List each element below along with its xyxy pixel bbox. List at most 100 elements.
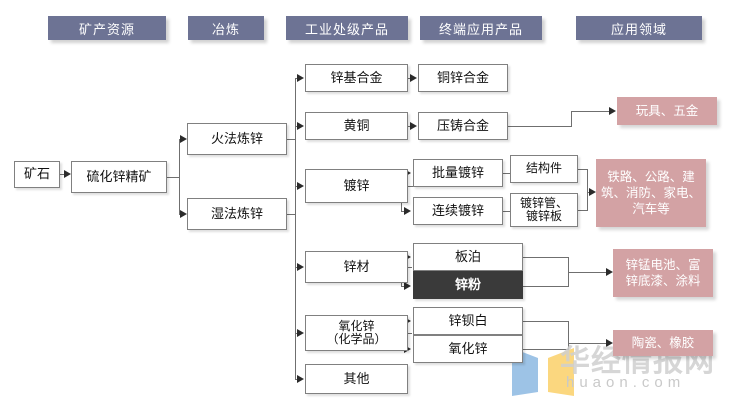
- connector-bus-to-cont: [401, 211, 405, 212]
- node-zinc-oxide[interactable]: 氧化锌: [413, 335, 523, 363]
- node-label: 连续镀锌: [431, 202, 484, 218]
- connector-lithopone-out: [523, 321, 568, 322]
- header-label: 冶炼: [211, 21, 240, 37]
- application-ceramics-rubber[interactable]: 陶瓷、橡胶: [613, 330, 713, 356]
- node-label: 锌粉: [454, 276, 481, 292]
- application-toys-hardware[interactable]: 玩具、五金: [617, 97, 717, 125]
- application-label: 玩具、五金: [635, 103, 699, 118]
- node-zinc-oxide-chemical[interactable]: 氧化锌 （化学品）: [305, 315, 408, 351]
- connector-sheet-out: [523, 257, 568, 258]
- connector-zn-oxide-chem-out: [408, 333, 412, 334]
- connector-structural-out: [578, 169, 587, 170]
- node-label: 结构件: [525, 161, 562, 176]
- node-label: 锌基合金: [330, 69, 383, 85]
- connector-cont-to-pipe: [503, 211, 510, 212]
- node-other[interactable]: 其他: [305, 364, 408, 394]
- node-ore[interactable]: 矿石: [14, 161, 60, 188]
- arrow-to-zn-alloy: [297, 74, 304, 82]
- node-label: 其他: [343, 370, 370, 386]
- connector-ceramics-merge-bus: [568, 321, 569, 350]
- header-label: 应用领域: [610, 21, 667, 37]
- connector-pipe-out: [578, 210, 587, 211]
- connector-die-cast-out: [508, 126, 571, 127]
- connector-powder-out: [523, 286, 568, 287]
- connector-ore-to-concentrate: [60, 174, 66, 175]
- arrow-to-zn-material: [297, 263, 304, 271]
- connector-pyro-out: [287, 139, 295, 140]
- node-hydrometallurgical-zinc[interactable]: 湿法炼锌: [187, 198, 287, 230]
- node-zinc-sulfide-concentrate[interactable]: 硫化锌精矿: [71, 161, 167, 193]
- connector-zn-material-out: [408, 267, 412, 268]
- node-sheet-foil[interactable]: 板泊: [413, 243, 523, 271]
- arrow-to-brass: [297, 122, 304, 130]
- application-battery-coating[interactable]: 锌锰电池、富 锌底漆、涂料: [613, 249, 713, 297]
- node-continuous-galvanizing[interactable]: 连续镀锌: [413, 197, 503, 225]
- arrow-to-pyro: [180, 135, 187, 143]
- node-label: 压铸合金: [436, 117, 489, 133]
- node-brass[interactable]: 黄铜: [305, 112, 408, 140]
- connector-merge-to-battery: [568, 272, 608, 273]
- application-label: 铁路、公路、建 筑、消防、家电、 汽车等: [600, 169, 701, 217]
- node-galvanized-pipe-sheet[interactable]: 镀锌管、 镀锌板: [510, 193, 578, 227]
- column-header-application-fields: 应用领域: [576, 16, 702, 40]
- arrow-to-ceramics: [606, 339, 613, 347]
- node-label: 镀锌: [343, 177, 370, 193]
- node-lithopone[interactable]: 锌钡白: [413, 307, 523, 335]
- connector-zinc-oxide-out: [523, 349, 568, 350]
- node-label: 镀锌管、 镀锌板: [519, 195, 568, 223]
- node-label: 氧化锌: [448, 340, 488, 356]
- arrow-zn-alloy-to-cu-zn: [410, 74, 417, 82]
- connector-to-toys: [571, 111, 612, 112]
- node-galvanizing[interactable]: 镀锌: [305, 169, 408, 203]
- node-batch-galvanizing[interactable]: 批量镀锌: [413, 159, 503, 187]
- connector-die-cast-riser: [571, 111, 572, 127]
- node-pyrometallurgical-zinc[interactable]: 火法炼锌: [187, 123, 287, 155]
- node-structural-parts[interactable]: 结构件: [510, 155, 578, 183]
- node-zinc-base-alloy[interactable]: 锌基合金: [305, 64, 408, 92]
- node-zinc-powder[interactable]: 锌粉: [413, 271, 523, 299]
- node-label: 黄铜: [343, 117, 370, 133]
- arrow-to-battery: [606, 268, 613, 276]
- connector-hydro-out: [287, 214, 295, 215]
- node-label: 矿石: [23, 166, 50, 182]
- column-header-smelting: 冶炼: [188, 16, 264, 40]
- column-header-mineral-resources: 矿产资源: [48, 16, 166, 40]
- application-label: 锌锰电池、富 锌底漆、涂料: [625, 257, 701, 288]
- arrow-to-hydro: [180, 210, 187, 218]
- connector-main-distribution-bus: [295, 78, 296, 379]
- header-label: 工业处级产品: [304, 21, 389, 37]
- header-label: 终端应用产品: [438, 21, 523, 37]
- connector-bus-to-powder: [401, 286, 405, 287]
- arrow-to-other: [297, 375, 304, 383]
- node-label: 火法炼锌: [210, 130, 263, 146]
- watermark-domain: huaon.com: [566, 374, 686, 391]
- connector-smelting-bus: [179, 139, 180, 215]
- node-label: 锌钡白: [448, 312, 488, 328]
- application-label: 陶瓷、橡胶: [631, 335, 695, 350]
- node-label: 板泊: [454, 248, 481, 264]
- connector-merge-to-ceramics: [568, 343, 608, 344]
- arrow-to-galvanize: [297, 182, 304, 190]
- node-label: 铜锌合金: [436, 69, 489, 85]
- node-copper-zinc-alloy[interactable]: 铜锌合金: [418, 64, 508, 92]
- arrow-to-zn-oxide-chem: [297, 329, 304, 337]
- connector-galvanize-out: [408, 186, 414, 187]
- node-zinc-material[interactable]: 锌材: [305, 251, 408, 283]
- node-label: 锌材: [343, 258, 370, 274]
- application-railway-construction[interactable]: 铁路、公路、建 筑、消防、家电、 汽车等: [596, 159, 706, 227]
- connector-concentrate-out: [167, 177, 179, 178]
- node-die-casting-alloy[interactable]: 压铸合金: [418, 112, 508, 140]
- arrow-brass-to-die-cast: [410, 122, 417, 130]
- connector-railway-merge-bus: [587, 169, 588, 211]
- arrow-to-railway: [589, 188, 596, 196]
- arrow-to-zinc-powder: [404, 282, 411, 290]
- column-header-end-products: 终端应用产品: [420, 16, 542, 40]
- arrow-to-cont-galv: [404, 207, 411, 215]
- node-label: 氧化锌 （化学品）: [326, 318, 387, 346]
- node-label: 批量镀锌: [431, 164, 484, 180]
- arrow-ore-to-concentrate: [64, 170, 71, 178]
- connector-batch-to-structural: [503, 173, 510, 174]
- node-label: 硫化锌精矿: [86, 168, 152, 184]
- arrow-to-toys: [609, 107, 616, 115]
